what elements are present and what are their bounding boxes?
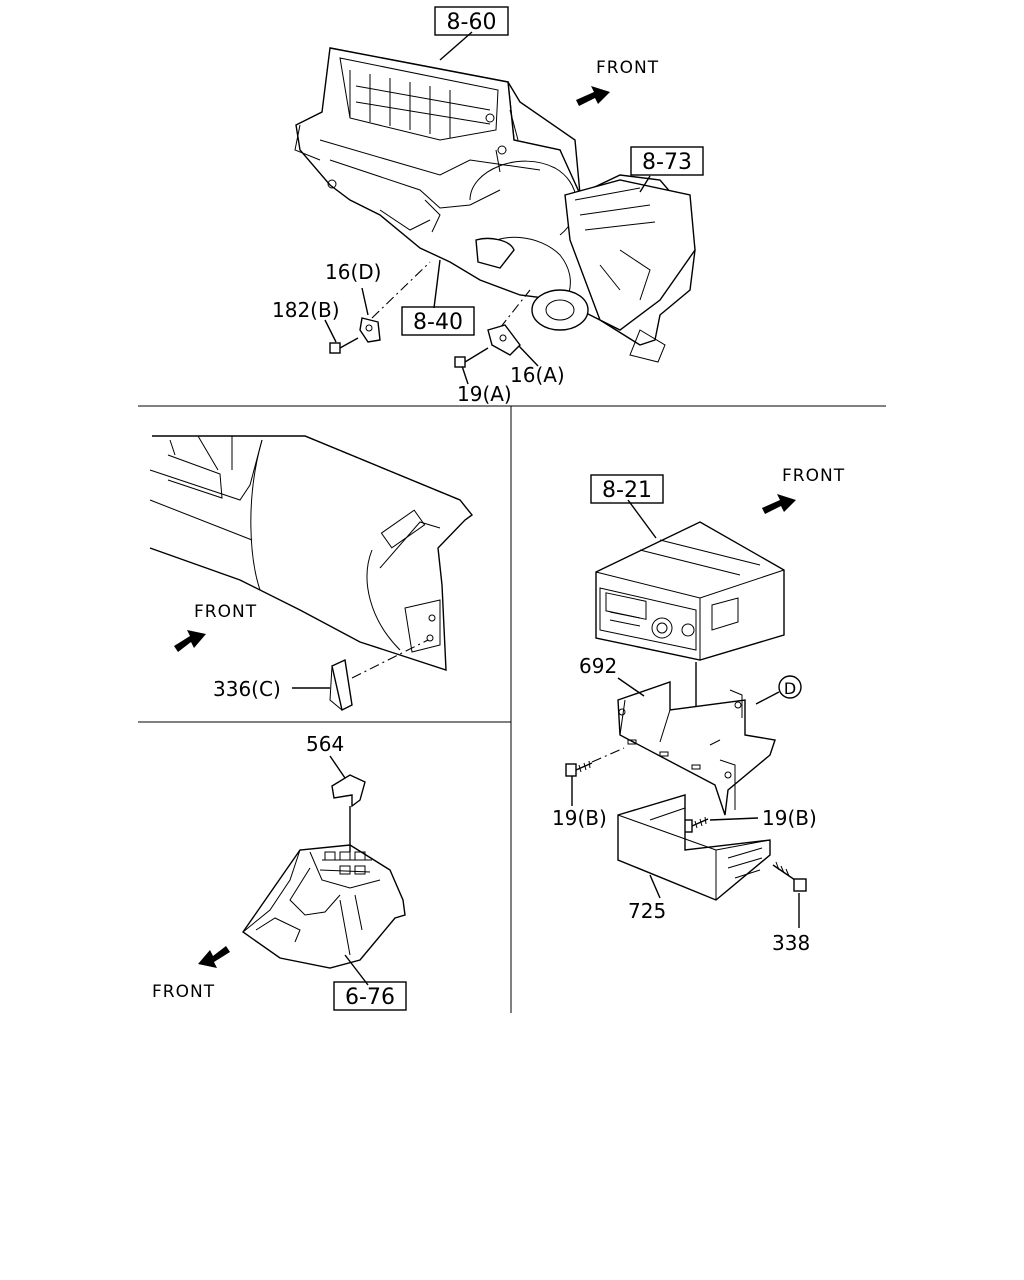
label-16d: 16(D) [325, 260, 381, 284]
leader-8-21 [627, 499, 657, 539]
ref-box-8-60[interactable]: 8-60 [434, 6, 509, 36]
ref-circle-d[interactable]: D [778, 675, 802, 699]
screw-19b-right [681, 816, 709, 833]
bracket-564 [331, 774, 366, 808]
label-338: 338 [772, 931, 810, 955]
svg-text:FRONT: FRONT [152, 982, 215, 1002]
leader-19b-right [709, 817, 759, 821]
label-692: 692 [579, 654, 617, 678]
label-19b-left: 19(B) [552, 806, 607, 830]
section-dividers [138, 405, 886, 1013]
front-arrow-right: FRONT [762, 466, 845, 514]
screw-338 [772, 861, 807, 892]
label-19b-right: 19(B) [762, 806, 817, 830]
ref-box-8-73[interactable]: 8-73 [630, 146, 704, 176]
heater-unit-assembly [294, 47, 696, 363]
svg-text:FRONT: FRONT [194, 602, 257, 622]
label-16a: 16(A) [510, 363, 565, 387]
leader-564 [329, 755, 346, 779]
svg-text:8-60: 8-60 [447, 10, 497, 35]
leader-692 [617, 677, 645, 697]
bracket-692 [617, 681, 776, 816]
ref-box-8-21[interactable]: 8-21 [590, 474, 664, 504]
top-leaders [324, 31, 651, 385]
label-725: 725 [628, 899, 666, 923]
dashboard-panel [149, 435, 474, 671]
clip-16d [359, 317, 381, 343]
svg-text:FRONT: FRONT [596, 58, 659, 78]
bolt-19a [454, 347, 489, 368]
svg-text:6-76: 6-76 [345, 985, 395, 1010]
screw-19b-left [565, 760, 593, 777]
svg-text:8-40: 8-40 [413, 310, 463, 335]
svg-text:D: D [784, 679, 796, 698]
front-arrow-bottom-left: FRONT [152, 946, 230, 1002]
front-arrow-top: FRONT [576, 58, 659, 106]
ref-box-8-40[interactable]: 8-40 [401, 306, 475, 336]
leader-725 [649, 874, 661, 899]
console-assembly [242, 844, 406, 969]
pocket-725 [617, 794, 771, 901]
bracket-336c [329, 658, 353, 712]
clip-16a [487, 324, 521, 356]
leader-336c-dash [351, 639, 429, 679]
leader-19b-left-dash [591, 747, 625, 763]
label-336c: 336(C) [213, 677, 281, 701]
svg-text:FRONT: FRONT [782, 466, 845, 486]
front-arrow-middle-left: FRONT [174, 602, 257, 652]
bolt-182b [329, 337, 359, 354]
svg-text:8-73: 8-73 [642, 150, 692, 175]
label-182b: 182(B) [272, 298, 340, 322]
label-19a: 19(A) [457, 382, 512, 406]
audio-unit [595, 521, 785, 661]
label-564: 564 [306, 732, 344, 756]
svg-text:8-21: 8-21 [602, 478, 652, 503]
leader-d [755, 691, 780, 705]
ref-box-6-76[interactable]: 6-76 [333, 981, 407, 1011]
leader-6-76 [344, 954, 369, 986]
